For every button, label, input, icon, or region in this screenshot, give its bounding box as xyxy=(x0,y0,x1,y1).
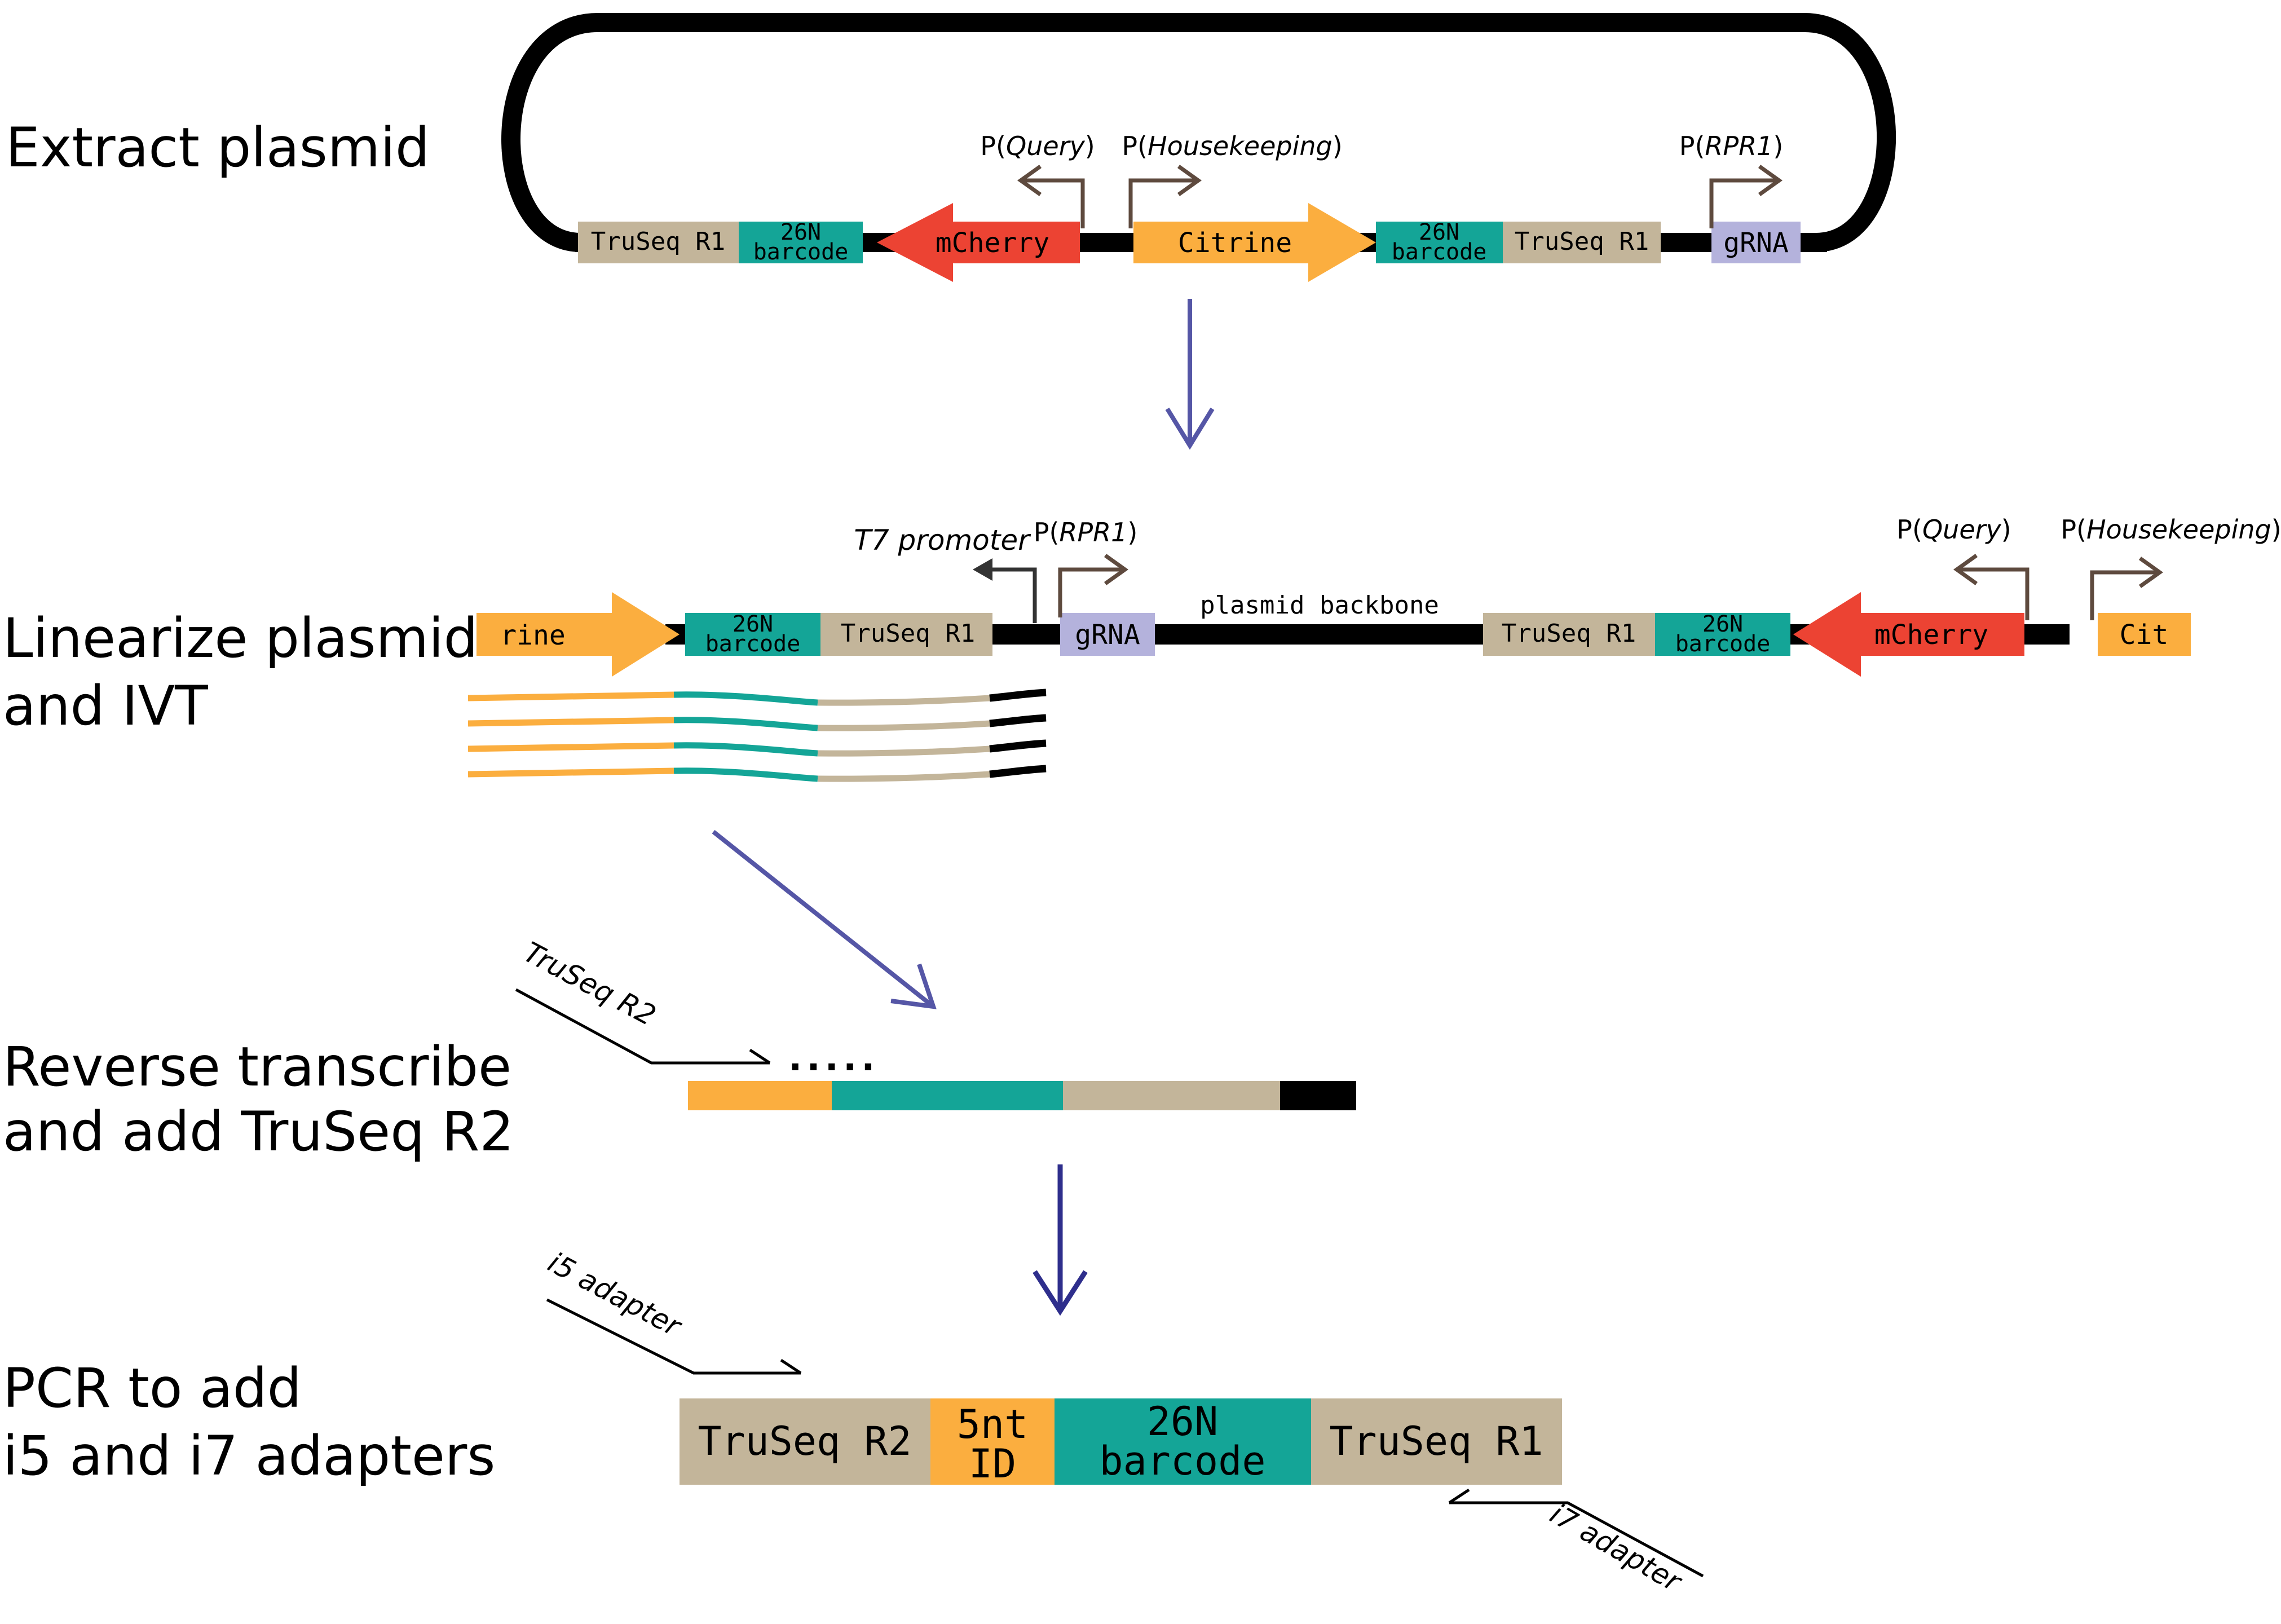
linear-barcode-b-line1: 26N xyxy=(1702,611,1743,637)
step-linearize-line1: Linearize plasmid xyxy=(3,607,478,670)
plasmid-grna-label: gRNA xyxy=(1723,227,1789,259)
linear-grna xyxy=(1060,613,1155,656)
linear-t7-promoter-head xyxy=(973,558,992,581)
linear-grna-label: gRNA xyxy=(1075,619,1140,651)
transcript-4 xyxy=(467,765,1047,782)
linear-t7-promoter-arrow xyxy=(987,567,1037,623)
i7-adapter-label: i7 adapter xyxy=(1545,1497,1688,1599)
linear-barcode-a-line1: 26N xyxy=(733,611,773,637)
linear-truseq-r1-b xyxy=(1483,613,1655,656)
linear-barcode-b xyxy=(1655,613,1790,656)
plasmid-p-housekeeping-label: P(Housekeeping) xyxy=(1122,131,1342,161)
step-linearize-line2: and IVT xyxy=(3,674,208,738)
plasmid-mcherry-label: mCherry xyxy=(936,227,1049,259)
plasmid-truseq-r1-b-label: TruSeq R1 xyxy=(1515,227,1649,256)
plasmid-barcode-b xyxy=(1376,222,1503,263)
linear-barcode-a xyxy=(685,613,820,656)
plasmid-citrine-arrow xyxy=(1133,203,1376,282)
linear-barcode-b-line2: barcode xyxy=(1675,631,1771,657)
pcr-5nt-id xyxy=(930,1398,1055,1485)
plasmid-citrine-label: Citrine xyxy=(1178,227,1292,259)
plasmid-truseq-r1-a-label: TruSeq R1 xyxy=(591,227,725,256)
linear-p-query-arrow xyxy=(1953,554,2029,620)
pcr-product: i5 adapter TruSeq R2 5nt ID 26N barcode … xyxy=(542,1246,1704,1599)
plasmid-barcode-a-line2: barcode xyxy=(753,239,849,265)
i5-adapter-label: i5 adapter xyxy=(542,1246,687,1344)
step-pcr-line2: i5 and i7 adapters xyxy=(3,1424,495,1488)
transcript-3 xyxy=(467,739,1047,757)
linear-mcherry-label: mCherry xyxy=(1874,619,1988,651)
transcript-1 xyxy=(467,689,1047,706)
linear-cit xyxy=(2098,613,2191,656)
linear-truseq-r1-b-label: TruSeq R1 xyxy=(1502,619,1636,648)
flow-arrow-3 xyxy=(1033,1164,1088,1316)
flow-arrow-2 xyxy=(712,829,937,1009)
plasmid-mcherry-arrow xyxy=(877,203,1080,282)
i7-primer-arrow xyxy=(1448,1488,1704,1578)
plasmid-truseq-r1-a xyxy=(578,222,739,263)
plasmid-p-rpr1-arrow xyxy=(1709,165,1783,228)
flow-arrow-1 xyxy=(1165,299,1215,450)
pcr-truseq-r2-label: TruSeq R2 xyxy=(698,1418,911,1464)
rt-segment-truseq xyxy=(1063,1081,1280,1110)
linearized-plasmid: rine 26N barcode TruSeq R1 gRNA plasmid … xyxy=(477,514,2281,677)
plasmid-p-query-label: P(Query) xyxy=(980,131,1095,161)
plasmid-truseq-r1-b xyxy=(1503,222,1661,263)
linear-p-housekeeping-arrow xyxy=(2090,557,2164,620)
circular-plasmid: TruSeq R1 26N barcode mCherry Citrine 26… xyxy=(501,13,1896,282)
rt-dots: ..... xyxy=(788,1038,880,1079)
pcr-barcode-line1: 26N xyxy=(1147,1398,1218,1445)
pcr-barcode xyxy=(1055,1398,1311,1485)
ivt-transcripts xyxy=(467,689,1047,782)
rt-segment-barcode xyxy=(832,1081,1063,1110)
rt-segment-backbone xyxy=(1280,1081,1356,1110)
plasmid-barcode-b-line2: barcode xyxy=(1392,239,1487,265)
linear-rine-arrow xyxy=(477,592,680,677)
pcr-5nt-id-line2: ID xyxy=(969,1441,1016,1487)
rt-segment-citrine xyxy=(688,1081,832,1110)
linear-truseq-r1-a xyxy=(820,613,992,656)
pcr-5nt-id-line1: 5nt xyxy=(957,1401,1028,1448)
reverse-transcription: TruSeq R2 ..... xyxy=(515,935,1356,1110)
transcript-2 xyxy=(467,714,1047,731)
rt-primer-label: TruSeq R2 xyxy=(518,935,661,1032)
pcr-truseq-r2 xyxy=(680,1398,930,1485)
linear-backbone-label: plasmid backbone xyxy=(1200,591,1439,620)
pcr-truseq-r1 xyxy=(1311,1398,1562,1485)
plasmid-p-rpr1-label: P(RPR1) xyxy=(1679,131,1784,161)
step-extract-label: Extract plasmid xyxy=(6,116,430,179)
step-pcr-line1: PCR to add xyxy=(3,1357,302,1420)
step-rt-line2: and add TruSeq R2 xyxy=(3,1100,514,1163)
i5-primer-arrow xyxy=(546,1298,802,1375)
linear-p-housekeeping-label: P(Housekeeping) xyxy=(2061,514,2281,545)
linear-p-rpr1-label: P(RPR1) xyxy=(1034,517,1138,548)
linear-mcherry-arrow xyxy=(1793,592,2024,677)
linear-t7-promoter-label: T7 promoter xyxy=(854,524,1031,557)
linear-truseq-r1-a-label: TruSeq R1 xyxy=(841,619,975,648)
linear-rine-label: rine xyxy=(500,620,566,651)
pcr-truseq-r1-label: TruSeq R1 xyxy=(1329,1418,1543,1464)
plasmid-p-housekeeping-arrow xyxy=(1128,165,1202,228)
linear-p-rpr1-arrow xyxy=(1058,554,1129,617)
linear-barcode-a-line2: barcode xyxy=(705,631,801,657)
plasmid-p-query-arrow xyxy=(1017,165,1085,228)
step-rt-line1: Reverse transcribe xyxy=(3,1035,511,1098)
plasmid-barcode-b-line1: 26N xyxy=(1419,219,1459,245)
pcr-barcode-line2: barcode xyxy=(1099,1438,1265,1484)
linear-p-query-label: P(Query) xyxy=(1896,514,2011,545)
plasmid-grna xyxy=(1711,222,1801,263)
rt-primer-arrow xyxy=(515,988,771,1065)
plasmid-barcode-a xyxy=(739,222,863,263)
linear-cit-label: Cit xyxy=(2120,619,2169,651)
plasmid-barcode-a-line1: 26N xyxy=(780,219,821,245)
plasmid-backbone-loop xyxy=(501,13,1896,252)
